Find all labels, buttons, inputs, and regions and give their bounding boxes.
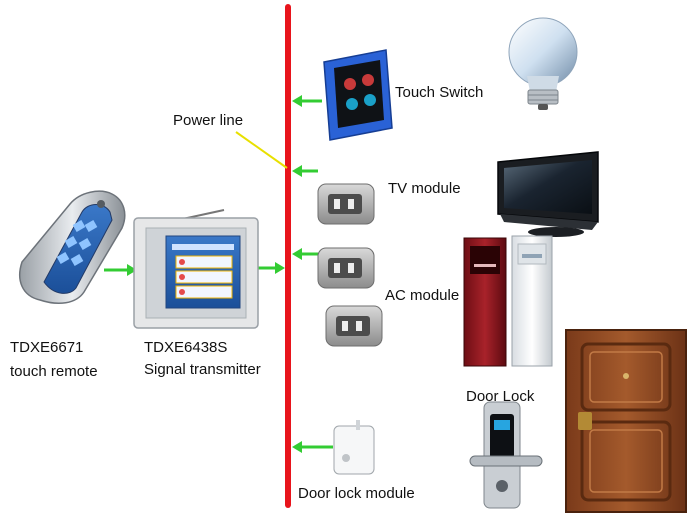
label-transmitter-model: TDXE6438S <box>144 339 228 356</box>
ac-module-image-1 <box>317 247 375 289</box>
air-conditioner-red-image <box>463 237 507 367</box>
label-touch-switch: Touch Switch <box>395 84 484 101</box>
arrow-tv-module <box>292 165 318 177</box>
label-remote-name: touch remote <box>10 363 98 380</box>
air-conditioner-white-image <box>511 235 553 367</box>
label-door-lock-module: Door lock module <box>298 485 415 502</box>
door-lock-module-image <box>333 420 375 475</box>
ac-module-image-2 <box>325 305 383 347</box>
door-lock-image <box>469 401 543 509</box>
arrow-remote-to-transmitter <box>104 264 137 276</box>
signal-transmitter-image <box>133 209 259 329</box>
label-remote-model: TDXE6671 <box>10 339 84 356</box>
door-image <box>565 329 687 513</box>
arrow-door-lock-module <box>292 441 333 453</box>
touch-switch-image <box>323 49 393 141</box>
touch-remote-image <box>19 190 126 305</box>
arrow-touch-switch <box>292 95 322 107</box>
label-tv-module: TV module <box>388 180 461 197</box>
television-image <box>497 151 599 237</box>
signal-arrows <box>104 95 333 453</box>
tv-module-image <box>317 183 375 225</box>
power-line-pointer <box>235 131 288 169</box>
light-bulb-image <box>508 17 578 110</box>
label-ac-module: AC module <box>385 287 460 304</box>
label-door-lock: Door Lock <box>466 388 535 405</box>
arrow-ac-module <box>292 248 318 260</box>
label-power-line: Power line <box>173 112 244 129</box>
label-transmitter-name: Signal transmitter <box>144 361 261 378</box>
power-line-bar <box>285 4 291 508</box>
arrow-transmitter-to-line <box>258 262 285 274</box>
